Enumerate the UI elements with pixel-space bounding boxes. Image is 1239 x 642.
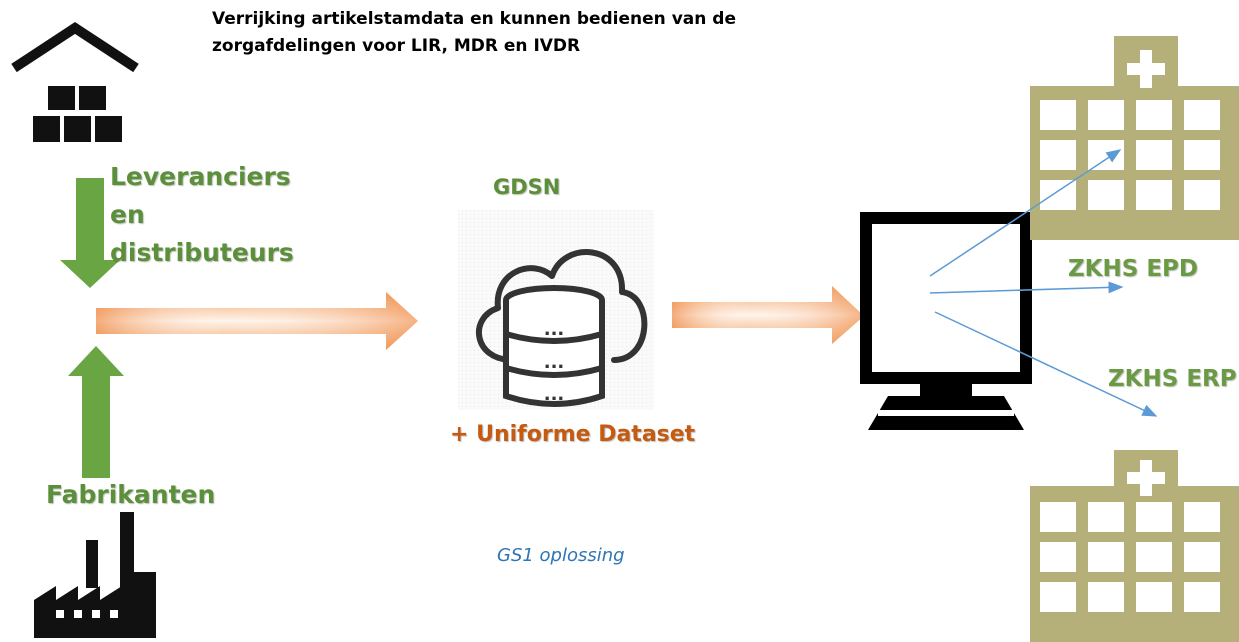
- svg-text:...: ...: [544, 384, 565, 405]
- arrow-to-epd: [929, 281, 1124, 294]
- factory-icon: [34, 512, 156, 638]
- manufacturers-label: Fabrikanten: [46, 480, 216, 509]
- manufacturer-up-arrow: [68, 346, 124, 478]
- suppliers-line-2: en: [110, 200, 145, 229]
- svg-text:...: ...: [544, 352, 565, 373]
- diagram-title: Verrijking artikelstamdata en kunnen bed…: [212, 6, 852, 60]
- cloud-database-icon: ... ... ...: [458, 210, 654, 410]
- title-line-1: Verrijking artikelstamdata en kunnen bed…: [212, 9, 736, 29]
- flow-arrow-to-computer: [672, 286, 864, 344]
- suppliers-label: Leveranciers en distributeurs: [110, 158, 294, 272]
- computer-monitor-icon: [860, 212, 1032, 430]
- uniform-dataset-label: + Uniforme Dataset: [450, 422, 696, 447]
- hospital-icon: [1030, 36, 1239, 240]
- gdsn-label: GDSN: [493, 175, 561, 199]
- svg-text:...: ...: [544, 319, 565, 340]
- suppliers-line-1: Leveranciers: [110, 162, 291, 191]
- hospital-icon: [1030, 450, 1239, 642]
- arrow-to-top-hospital: [929, 149, 1122, 277]
- title-line-2: zorgafdelingen voor LIR, MDR en IVDR: [212, 36, 581, 56]
- warehouse-icon: [11, 22, 139, 142]
- flow-arrow-to-gdsn: [96, 292, 418, 350]
- zkhs-erp-label: ZKHS ERP: [1108, 366, 1237, 392]
- suppliers-line-3: distributeurs: [110, 238, 294, 267]
- zkhs-epd-label: ZKHS EPD: [1068, 256, 1198, 282]
- solution-label: GS1 oplossing: [497, 545, 625, 566]
- supplier-down-arrow: [60, 178, 120, 288]
- arrow-to-erp: [934, 311, 1158, 417]
